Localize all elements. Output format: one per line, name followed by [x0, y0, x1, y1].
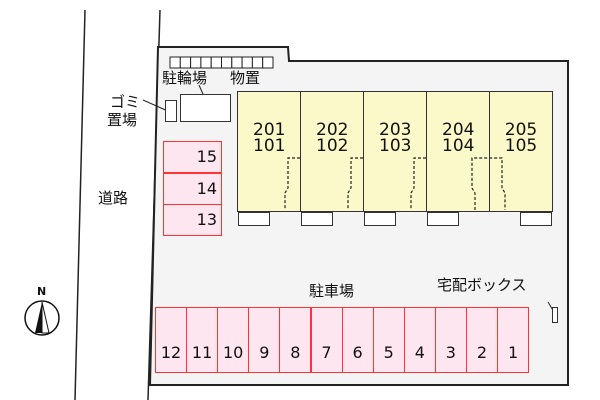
parking-space-1: 1: [497, 307, 530, 373]
rack-slot: [210, 56, 222, 69]
rack-slot: [251, 56, 264, 69]
unit-number-upper: 203: [379, 120, 412, 140]
unit-number-upper: 201: [253, 120, 286, 140]
parking-space-2: 2: [466, 307, 498, 373]
bicycle-parking-label: 駐輪場: [162, 69, 208, 87]
parking-space-10: 10: [217, 307, 250, 373]
unit-number-upper: 202: [316, 120, 349, 140]
parking-space-9: 9: [248, 307, 281, 373]
parking-space-3: 3: [434, 307, 467, 373]
delivery-box-label: 宅配ボックス: [437, 276, 527, 294]
rack-slot: [169, 56, 181, 69]
road-label: 道路: [98, 189, 129, 207]
trash-label-line1: ゴミ: [110, 93, 141, 111]
balcony: [301, 212, 333, 226]
balcony: [427, 212, 459, 226]
parking-space-4: 4: [403, 307, 436, 373]
unit-number-lower: 104: [442, 136, 475, 156]
balcony: [364, 212, 396, 226]
delivery-box: [552, 307, 558, 323]
unit-number-lower: 102: [316, 136, 349, 156]
parking-space-15: 15: [163, 141, 222, 173]
rack-slot: [241, 56, 253, 69]
parking-space-6: 6: [341, 307, 374, 373]
parking-space-11: 11: [186, 307, 219, 373]
bicycle-rack: [169, 56, 274, 69]
balcony: [238, 212, 270, 226]
rack-slot: [262, 56, 274, 69]
parking-space-5: 5: [372, 307, 405, 373]
parking-space-12: 12: [155, 307, 187, 373]
parking-space-13: 13: [163, 204, 222, 236]
compass-icon: [24, 300, 60, 336]
car-parking-label: 駐車場: [309, 282, 355, 300]
rack-slot: [200, 56, 212, 69]
rack-slot: [190, 56, 202, 69]
rack-slot: [231, 56, 243, 69]
unit-number-lower: 101: [253, 136, 286, 156]
trash-label-line2: 置場: [107, 111, 138, 129]
rack-slot: [221, 56, 233, 69]
storage-label: 物置: [230, 69, 261, 87]
unit-number-lower: 105: [504, 136, 538, 156]
road-edge-left: [74, 9, 86, 400]
unit-number-upper: 205: [504, 120, 538, 140]
north-label: N: [37, 285, 47, 298]
balcony: [520, 212, 552, 226]
rack-slot: [179, 56, 192, 69]
unit-number-lower: 103: [379, 136, 412, 156]
unit-number-upper: 204: [442, 120, 475, 140]
parking-space-14: 14: [163, 172, 222, 205]
trash-area: [165, 100, 177, 122]
parking-space-7: 7: [310, 307, 343, 373]
bicycle-shed: [180, 94, 231, 122]
parking-space-8: 8: [279, 307, 312, 373]
